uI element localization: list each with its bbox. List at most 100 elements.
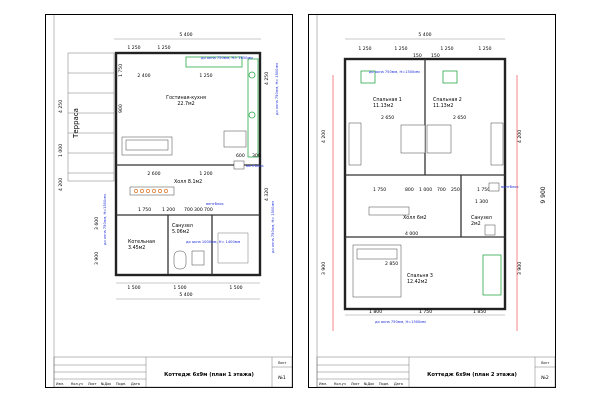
svg-text:вентблок: вентблок: [246, 164, 264, 168]
svg-text:3 900: 3 900: [517, 262, 523, 275]
sofa-bed2: [490, 122, 504, 166]
room-hall2: Холл 6м2: [403, 215, 427, 221]
svg-text:1 750: 1 750: [419, 309, 432, 315]
svg-text:5 400: 5 400: [418, 32, 431, 38]
dim-top-a: 1 250: [127, 45, 140, 51]
svg-text:вентблок: вентблок: [501, 185, 519, 189]
stairs: [129, 186, 175, 196]
svg-text:700: 700: [204, 207, 213, 213]
svg-text:до окна 750мм, Н=1500мм: до окна 750мм, Н=1500мм: [103, 194, 107, 245]
outer-walls: [114, 51, 262, 277]
svg-text:2 600: 2 600: [147, 171, 160, 177]
note-window-1: до окна 750мм, Н= 1650мм: [201, 56, 253, 60]
room-bath2-area: 2м2: [471, 221, 481, 227]
svg-text:700: 700: [184, 207, 193, 213]
svg-text:вентблок: вентблок: [206, 202, 224, 206]
svg-text:1 750: 1 750: [138, 207, 151, 213]
sheet-title: Коттедж 6х9м (план 1 этажа): [164, 372, 254, 378]
svg-text:4 200: 4 200: [517, 130, 523, 143]
room-bed3-name: Спальня 3: [407, 273, 433, 279]
svg-text:до окна 750мм, Н=1500мм: до окна 750мм, Н=1500мм: [369, 70, 420, 74]
sheet-number: №1: [278, 375, 286, 381]
svg-text:3 600: 3 600: [94, 217, 100, 230]
room-living-kitchen-area: 22.7м2: [177, 101, 194, 107]
room-boiler-area: 3.45м2: [128, 245, 145, 251]
svg-text:1 500: 1 500: [229, 285, 242, 291]
room-bath-area: 5.06м2: [172, 229, 189, 235]
room-living-kitchen-name: Гостиная-кухня: [166, 95, 206, 101]
svg-text:до окна 750мм, Н=1500мм: до окна 750мм, Н=1500мм: [375, 320, 426, 324]
svg-text:№Док: №Док: [364, 382, 374, 386]
svg-text:Лист: Лист: [351, 382, 360, 386]
terrace-label: Терраса: [72, 108, 80, 139]
svg-text:250: 250: [451, 187, 460, 193]
stair-steps: [134, 189, 168, 193]
svg-text:3 900: 3 900: [321, 262, 327, 275]
svg-text:800: 800: [405, 187, 414, 193]
svg-text:Кол.уч: Кол.уч: [71, 382, 83, 386]
svg-text:600: 600: [236, 153, 245, 159]
chair-icon: [360, 70, 376, 84]
svg-text:4 000: 4 000: [405, 231, 418, 237]
svg-text:Подп.: Подп.: [379, 382, 389, 386]
side-dim-total: 9 900: [540, 186, 547, 203]
svg-text:300: 300: [194, 207, 203, 213]
svg-text:5 400: 5 400: [179, 292, 192, 298]
svg-text:1 500: 1 500: [173, 285, 186, 291]
terrace-outline: [67, 52, 115, 182]
svg-text:1 850: 1 850: [473, 309, 486, 315]
terrace-hatch: [68, 72, 114, 174]
svg-text:Дата: Дата: [131, 382, 140, 386]
chair-icon: [442, 70, 458, 84]
floor-plan-1: 5 400 1 250 1 250 Терраса Гостиная-кухня…: [53, 15, 293, 388]
svg-text:4 250: 4 250: [264, 72, 270, 85]
kitchen-table: [223, 130, 247, 148]
svg-text:1 750: 1 750: [373, 187, 386, 193]
sheet-label: Лист: [541, 361, 550, 365]
svg-text:1 000: 1 000: [419, 187, 432, 193]
room-boiler-name: Котельная: [128, 239, 155, 245]
svg-text:Лист: Лист: [88, 382, 97, 386]
toilet: [191, 250, 205, 266]
svg-text:2 650: 2 650: [381, 115, 394, 121]
svg-text:1 300: 1 300: [475, 199, 488, 205]
room-bed2-name: Спальная 2: [433, 97, 462, 103]
room-bed3-area: 12.42м2: [407, 279, 427, 285]
svg-text:700: 700: [437, 187, 446, 193]
svg-text:№Док: №Док: [101, 382, 111, 386]
room-bed1-name: Спальная 1: [373, 97, 402, 103]
svg-text:1 250: 1 250: [199, 73, 212, 79]
stairs: [368, 206, 410, 216]
wardrobe-2: [426, 124, 452, 154]
svg-text:1 250: 1 250: [394, 46, 407, 52]
svg-text:150: 150: [431, 53, 440, 59]
svg-text:1 250: 1 250: [358, 46, 371, 52]
svg-text:4 200: 4 200: [321, 130, 327, 143]
vent-block: [233, 160, 245, 170]
toilet: [484, 224, 496, 236]
dim-top-b: 1 250: [157, 45, 170, 51]
svg-text:900: 900: [118, 104, 124, 113]
svg-text:Подп.: Подп.: [116, 382, 126, 386]
svg-text:1 250: 1 250: [440, 46, 453, 52]
svg-text:Кол.уч: Кол.уч: [334, 382, 346, 386]
svg-text:1 200: 1 200: [162, 207, 175, 213]
room-bath-name: Санузел: [172, 223, 193, 229]
note-window-2: до окна 750мм, Н= 1500мм: [275, 63, 279, 115]
room-bath2-name: Санузел: [471, 215, 492, 221]
bathtub: [173, 250, 187, 270]
svg-text:1 750: 1 750: [118, 64, 124, 77]
svg-text:300: 300: [252, 153, 261, 159]
sheet-title: Коттедж 6х9м (план 2 этажа): [427, 372, 517, 378]
room-bed1-area: 11.13м2: [373, 103, 393, 109]
floor-plan-2: 5 400 1 250 1 250 1 250 1 250 150 150 Сп…: [316, 15, 556, 388]
wardrobe-1: [400, 124, 426, 154]
svg-text:1 250: 1 250: [478, 46, 491, 52]
storage: [217, 232, 249, 264]
svg-text:1 750: 1 750: [477, 187, 490, 193]
svg-text:Изм.: Изм.: [319, 382, 327, 386]
svg-text:2 650: 2 650: [453, 115, 466, 121]
svg-text:4 320: 4 320: [264, 188, 270, 201]
svg-text:150: 150: [413, 53, 422, 59]
svg-text:4 250: 4 250: [58, 100, 64, 113]
